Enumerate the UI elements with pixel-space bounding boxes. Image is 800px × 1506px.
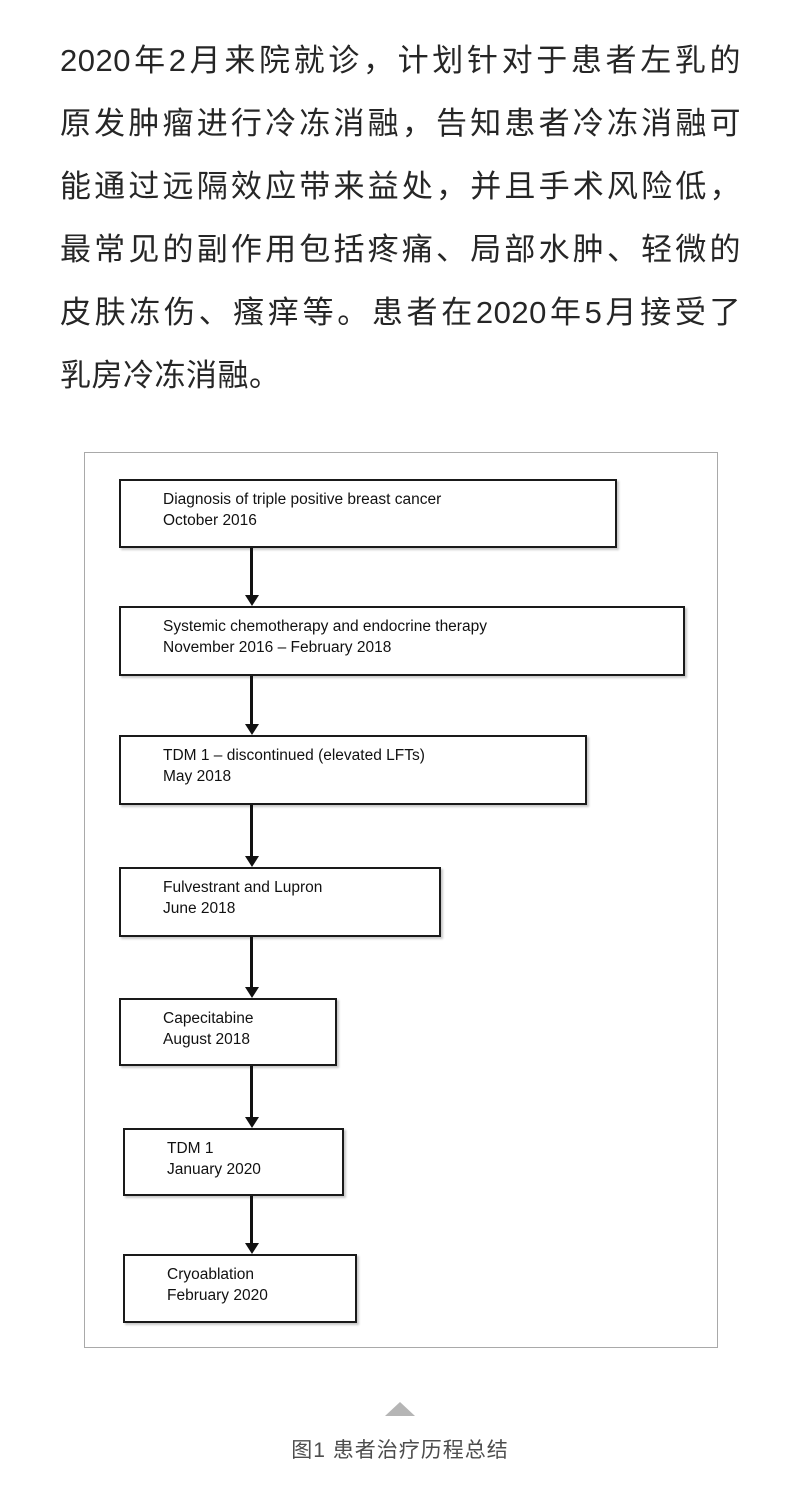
flow-step-date: November 2016 – February 2018 xyxy=(163,639,392,656)
arrow-down-icon xyxy=(244,1066,259,1128)
body-paragraph: 2020年2月来院就诊，计划针对于患者左乳的 原发肿瘤进行冷冻消融，告知患者冷冻… xyxy=(60,29,741,407)
flow-step-diagnosis: Diagnosis of triple positive breast canc… xyxy=(119,479,617,548)
flow-step-label: TDM 1 – discontinued (elevated LFTs) xyxy=(163,747,425,764)
triangle-up-icon[interactable] xyxy=(385,1402,415,1416)
flow-step-date: May 2018 xyxy=(163,768,232,785)
flow-step-date: October 2016 xyxy=(163,512,257,529)
flow-step-date: August 2018 xyxy=(163,1031,251,1048)
paragraph-line: 能通过远隔效应带来益处，并且手术风险低， xyxy=(60,169,741,204)
flow-step-fulvestrant-lupron: Fulvestrant and Lupron June 2018 xyxy=(119,867,441,937)
flow-step-label: Cryoablation xyxy=(167,1266,255,1283)
flow-step-capecitabine: Capecitabine August 2018 xyxy=(119,998,337,1066)
flow-step-label: TDM 1 xyxy=(167,1140,214,1157)
arrow-down-icon xyxy=(244,805,259,867)
flow-step-label: Systemic chemotherapy and endocrine ther… xyxy=(163,618,487,635)
flow-step-date: January 2020 xyxy=(167,1161,261,1178)
arrow-down-icon xyxy=(244,548,259,606)
arrow-down-icon xyxy=(244,1196,259,1254)
arrow-down-icon xyxy=(244,937,259,998)
paragraph-line: 最常见的副作用包括疼痛、局部水肿、轻微的 xyxy=(60,232,741,267)
flow-step-cryoablation: Cryoablation February 2020 xyxy=(123,1254,357,1323)
paragraph-line: 原发肿瘤进行冷冻消融，告知患者冷冻消融可 xyxy=(60,106,741,141)
figure-frame: Diagnosis of triple positive breast canc… xyxy=(84,452,718,1348)
flow-step-tdm1: TDM 1 January 2020 xyxy=(123,1128,344,1196)
figure-caption: 图1 患者治疗历程总结 xyxy=(291,1439,509,1462)
paragraph-line: 2020年2月来院就诊，计划针对于患者左乳的 xyxy=(60,43,741,78)
flow-step-label: Capecitabine xyxy=(163,1010,254,1027)
paragraph-line: 皮肤冻伤、瘙痒等。患者在2020年5月接受了 xyxy=(60,295,741,330)
flow-step-label: Fulvestrant and Lupron xyxy=(163,879,323,896)
flow-step-date: June 2018 xyxy=(163,900,236,917)
flow-step-date: February 2020 xyxy=(167,1287,268,1304)
arrow-down-icon xyxy=(244,676,259,735)
paragraph-line: 乳房冷冻消融。 xyxy=(60,358,281,393)
flow-step-tdm1-discontinued: TDM 1 – discontinued (elevated LFTs) May… xyxy=(119,735,587,805)
flow-step-chemotherapy: Systemic chemotherapy and endocrine ther… xyxy=(119,606,685,676)
flow-step-label: Diagnosis of triple positive breast canc… xyxy=(163,491,442,508)
